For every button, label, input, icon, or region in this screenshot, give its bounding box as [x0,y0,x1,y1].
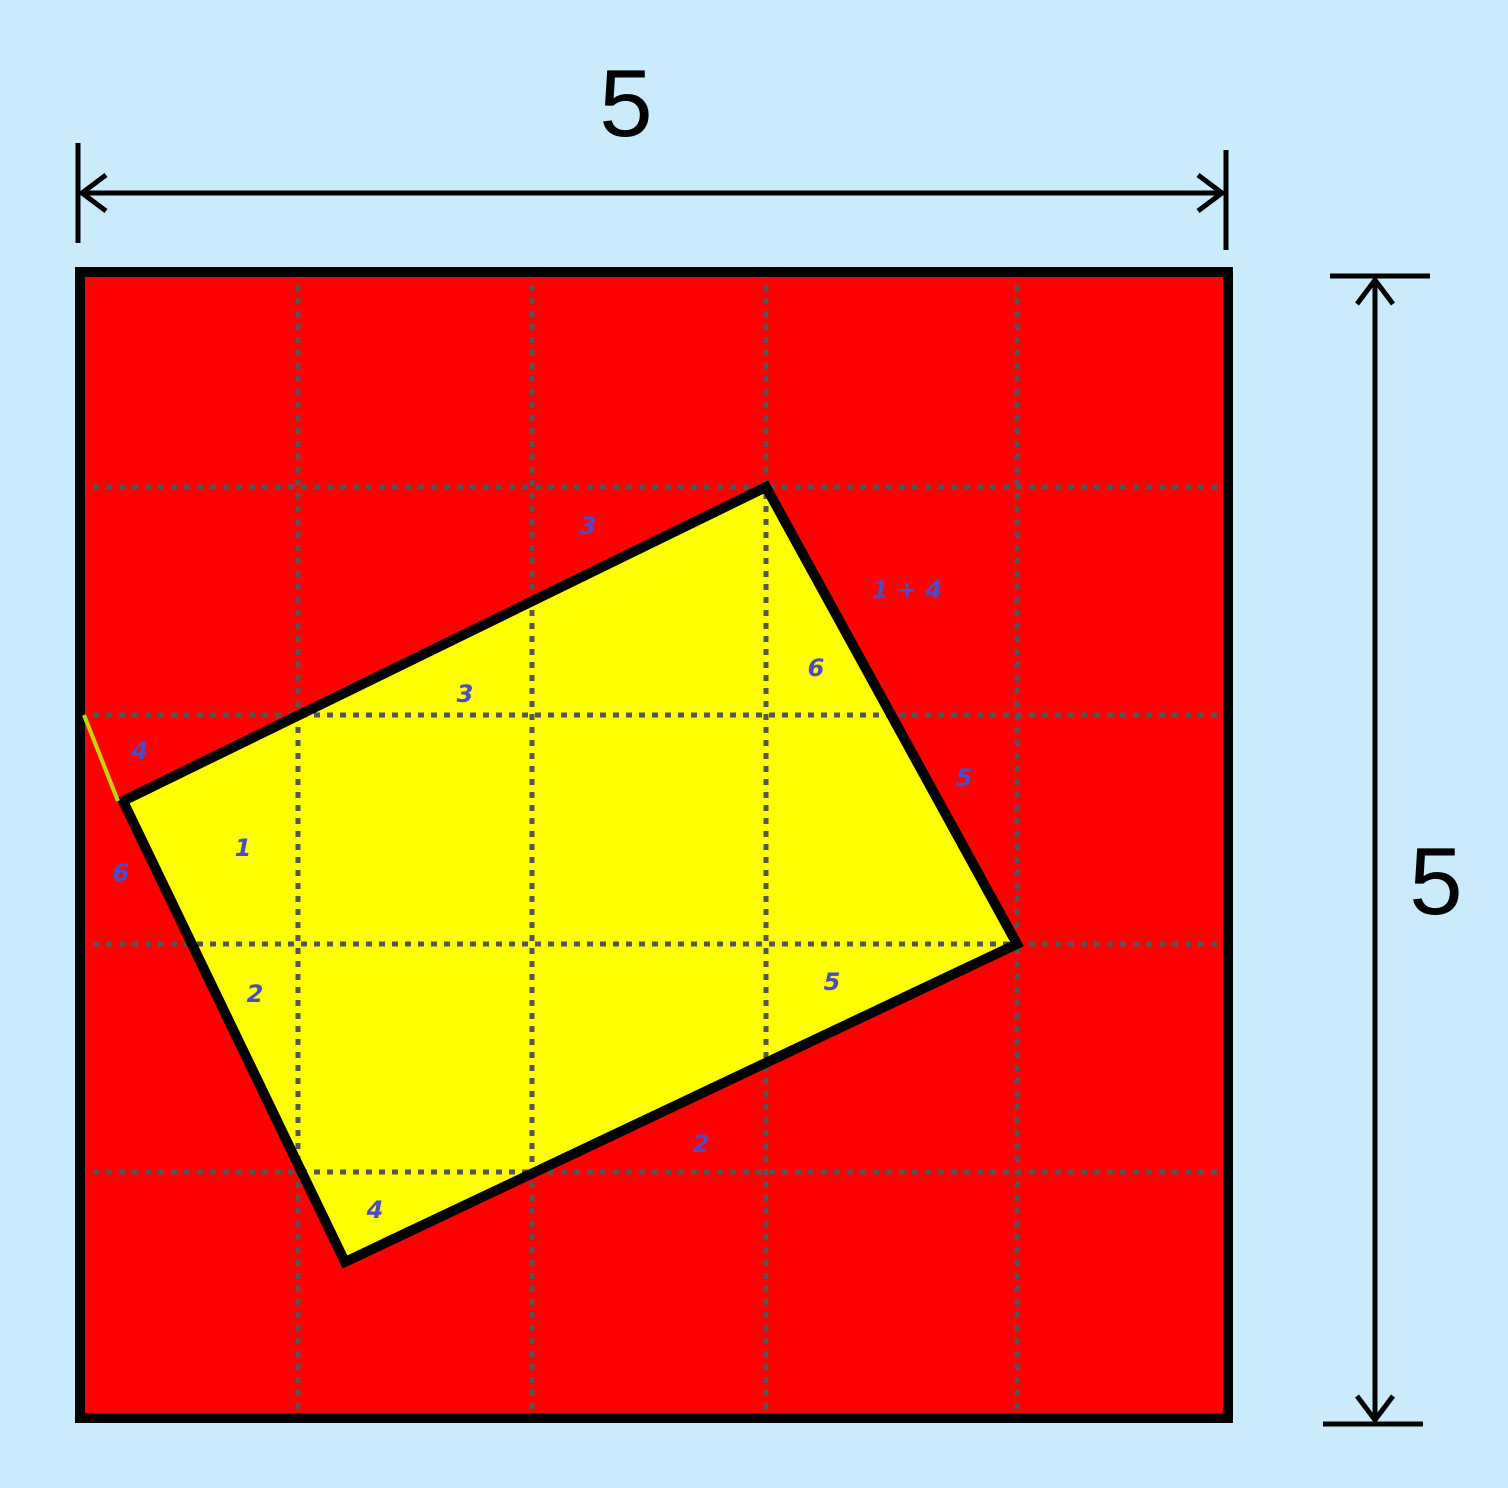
outer-square-outline [75,267,1233,1423]
piece-label: 6 [113,859,130,887]
width-label: 5 [599,50,652,157]
grid-lines [80,272,1228,1418]
height-arrowhead-top [1355,275,1395,306]
piece-label: 5 [824,968,841,996]
width-arrowhead-right [1196,173,1227,213]
piece-label: 1 [235,834,252,862]
piece-label: 4 [131,737,149,765]
width-arrowhead-left [77,173,108,213]
piece-label: 3 [457,680,474,708]
piece-labels: 3 1 + 4 3 6 4 5 1 6 2 5 2 4 [113,512,973,1224]
inner-rectangle-outline [116,480,1024,1269]
piece-label: 1 + 4 [872,576,942,604]
piece-label: 2 [247,980,264,1008]
inner-rectangle-fill [123,487,1017,1262]
height-dimension: 5 [1323,273,1463,1427]
width-dimension: 5 [75,50,1229,250]
height-label: 5 [1409,828,1462,935]
piece-label: 5 [956,764,973,792]
height-arrowhead-bottom [1355,1394,1395,1425]
left-marker-line [82,714,120,802]
piece-label: 6 [808,654,825,682]
piece-label: 4 [366,1196,384,1224]
piece-label: 2 [693,1130,710,1158]
piece-label: 3 [580,512,597,540]
